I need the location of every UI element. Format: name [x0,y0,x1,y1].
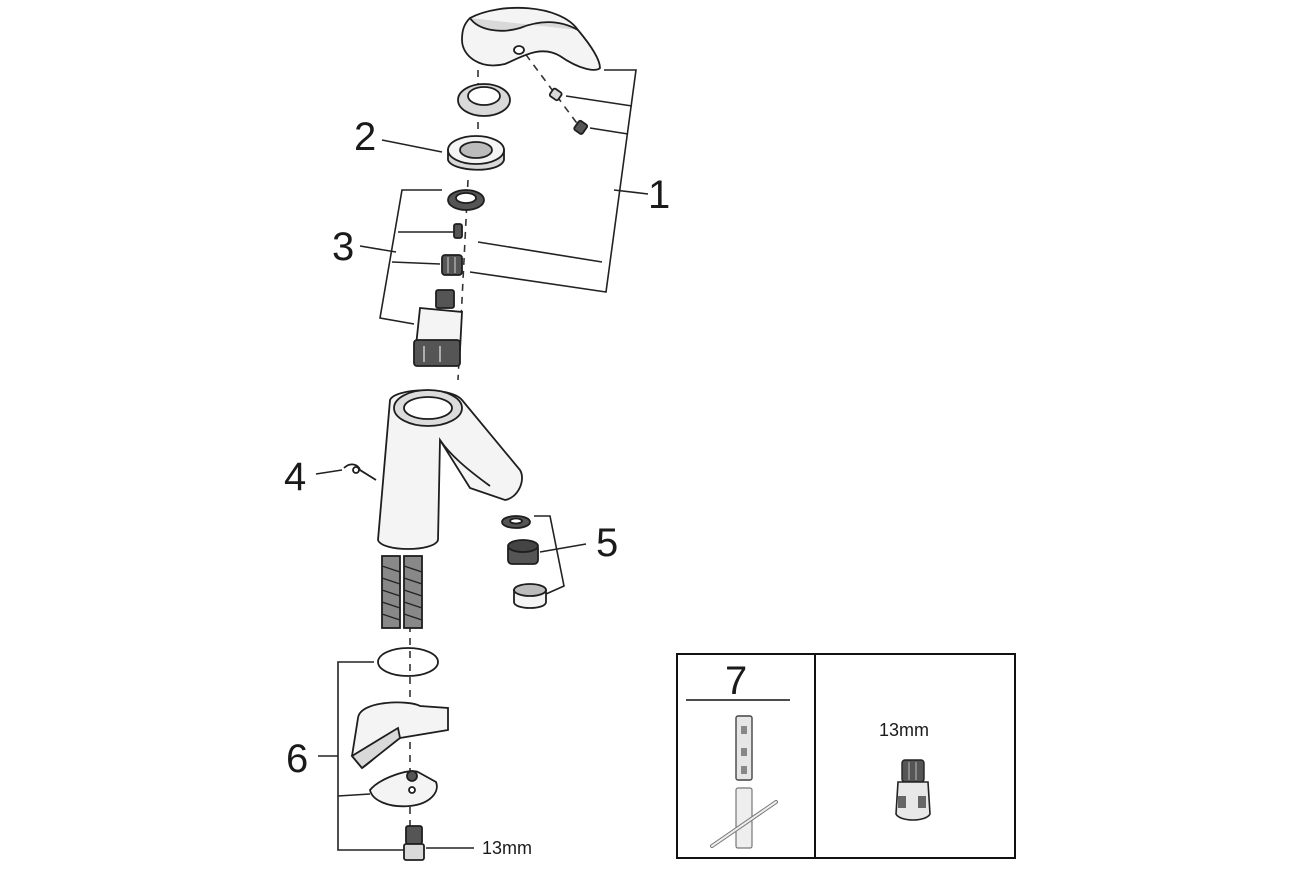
aerator-washer [501,515,531,529]
grub-screw [548,87,563,102]
label-nut-size: 13mm [482,838,532,858]
label-part-7: 7 [725,659,747,703]
threaded-stud [403,825,425,861]
mixer-body [377,389,523,550]
label-part-5: 5 [596,521,618,565]
label-part-1: 1 [648,173,670,217]
pop-up-rod-clip [343,463,377,481]
leader-lines [315,69,649,851]
ceramic-cartridge [413,289,463,367]
socket-adapter-icon [895,759,931,821]
cartridge-nut [447,189,485,211]
tool-box [676,653,1016,859]
screw-axis [517,43,583,131]
escutcheon-cap [447,135,505,171]
spline-adapter [441,254,463,276]
cap-screw [573,119,589,135]
t-wrench-icon [710,715,778,849]
label-part-2: 2 [354,115,376,159]
fixing-plate [369,770,438,808]
aerator-housing [513,583,547,609]
lever-handle [461,6,601,71]
label-tool-size: 13mm [879,720,929,740]
mounting-bracket [350,701,449,770]
label-part-3: 3 [332,225,354,269]
small-screw [453,223,463,239]
o-ring [377,647,439,677]
aerator-insert [507,539,539,565]
label-part-6: 6 [286,737,308,781]
label-part-4: 4 [284,455,306,499]
cover-ring [457,83,511,117]
flexible-hoses [381,555,423,629]
